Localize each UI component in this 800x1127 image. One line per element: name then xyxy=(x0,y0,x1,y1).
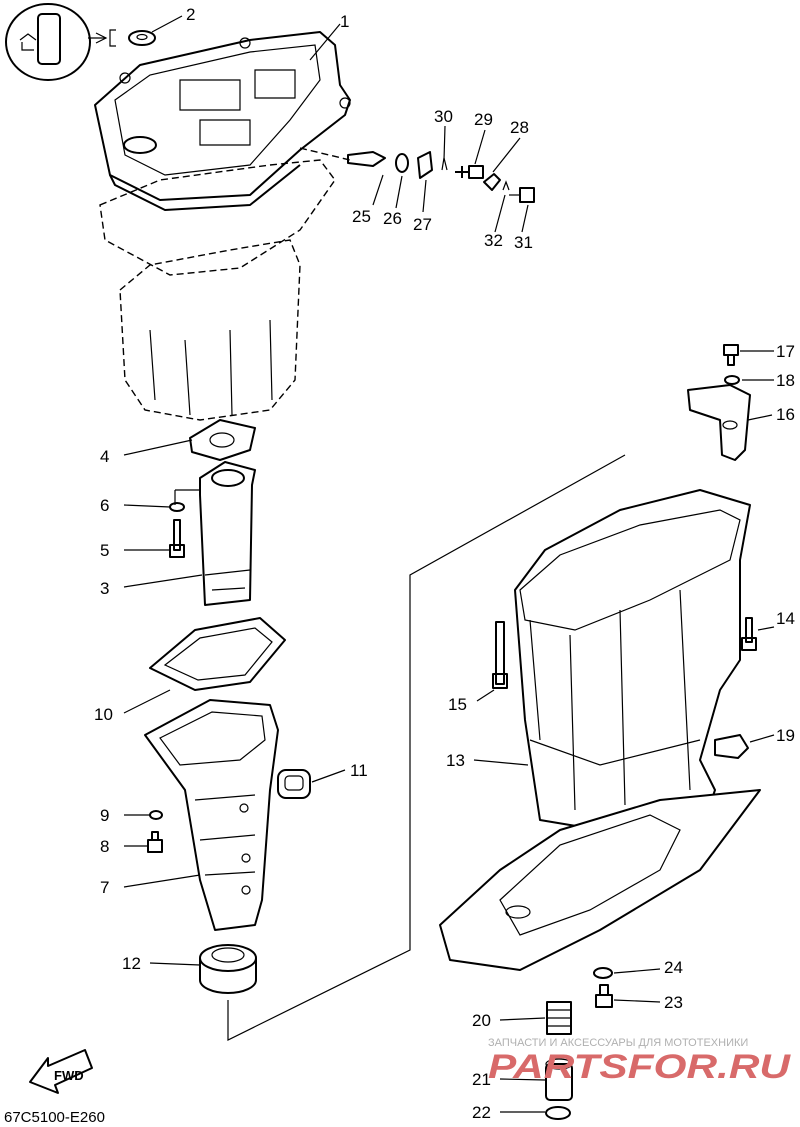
part-10-gasket xyxy=(149,617,286,691)
callout-5: 5 xyxy=(100,541,109,560)
callout-31: 31 xyxy=(514,233,533,252)
part-18-washer xyxy=(724,375,740,385)
link-bolt-group xyxy=(299,147,535,203)
fwd-label: FWD xyxy=(54,1068,84,1083)
callout-14: 14 xyxy=(776,609,795,628)
fwd-arrow-icon: FWD xyxy=(29,1049,93,1094)
part-22-o-ring xyxy=(545,1106,571,1120)
callout-23: 23 xyxy=(664,993,683,1012)
watermark-tagline: ЗАПЧАСТИ И АКСЕССУАРЫ ДЛЯ МОТОТЕХНИКИ xyxy=(488,1037,748,1049)
callout-3: 3 xyxy=(100,579,109,598)
part-7-lower-case xyxy=(144,699,279,931)
callout-21: 21 xyxy=(472,1070,491,1089)
part-21-sleeve xyxy=(545,1058,573,1101)
callout-20: 20 xyxy=(472,1011,491,1030)
anti-ventilation-plate xyxy=(439,789,761,971)
callout-27: 27 xyxy=(413,215,432,234)
part-9-washer xyxy=(149,810,163,820)
connector-line xyxy=(174,489,200,505)
part-3-exhaust-pipe xyxy=(199,461,256,606)
part-15-bolt xyxy=(492,621,508,689)
callout-22: 22 xyxy=(472,1103,491,1122)
callout-4: 4 xyxy=(100,447,109,466)
callout-17: 17 xyxy=(776,342,795,361)
part-4-gasket xyxy=(189,419,256,461)
callout-2: 2 xyxy=(186,5,195,24)
part-5-bolt xyxy=(169,519,185,558)
part-6-washer xyxy=(169,502,185,512)
callout-15: 15 xyxy=(448,695,467,714)
oil-pan-body xyxy=(119,239,301,421)
callout-26: 26 xyxy=(383,209,402,228)
callout-24: 24 xyxy=(664,958,683,977)
callout-10: 10 xyxy=(94,705,113,724)
part-11-damper xyxy=(277,769,311,799)
callout-18: 18 xyxy=(776,371,795,390)
part-12-seal xyxy=(199,944,257,994)
watermark-brand: PARTSFOR.RU xyxy=(488,1048,792,1086)
part-2-washer xyxy=(128,30,156,46)
part-16-bracket xyxy=(687,384,751,461)
callout-9: 9 xyxy=(100,806,109,825)
part-13-upper-casing xyxy=(514,489,751,831)
part-20-bushing xyxy=(546,1001,572,1035)
part-17-screw xyxy=(723,344,739,366)
callout-16: 16 xyxy=(776,405,795,424)
watermark: ЗАПЧАСТИ И АКСЕССУАРЫ ДЛЯ МОТОТЕХНИКИ PA… xyxy=(488,1037,792,1086)
callout-25: 25 xyxy=(352,207,371,226)
connector-line-long xyxy=(227,454,626,1041)
callout-19: 19 xyxy=(776,726,795,745)
leader-lines xyxy=(123,15,775,1113)
callout-12: 12 xyxy=(122,954,141,973)
grease-symbol-icon xyxy=(5,3,116,81)
callout-28: 28 xyxy=(510,118,529,137)
part-14-bolt xyxy=(741,617,757,651)
callout-32: 32 xyxy=(484,231,503,250)
callout-7: 7 xyxy=(100,878,109,897)
part-24-washer xyxy=(593,967,613,979)
upper-gasket xyxy=(99,159,336,276)
callout-30: 30 xyxy=(434,107,453,126)
callout-numbers: 1 2 3 4 5 6 7 8 9 10 11 12 13 14 15 16 1… xyxy=(94,5,795,1122)
part-19-clip xyxy=(714,734,749,759)
callout-8: 8 xyxy=(100,837,109,856)
callout-6: 6 xyxy=(100,496,109,515)
callout-13: 13 xyxy=(446,751,465,770)
diagram-code: 67C5100-E260 xyxy=(4,1109,105,1126)
callout-29: 29 xyxy=(474,110,493,129)
part-1-top-mount-plate xyxy=(94,31,351,211)
part-8-bolt xyxy=(147,831,163,853)
callout-1: 1 xyxy=(340,12,349,31)
callout-11: 11 xyxy=(350,761,368,780)
part-23-plug xyxy=(595,984,613,1008)
